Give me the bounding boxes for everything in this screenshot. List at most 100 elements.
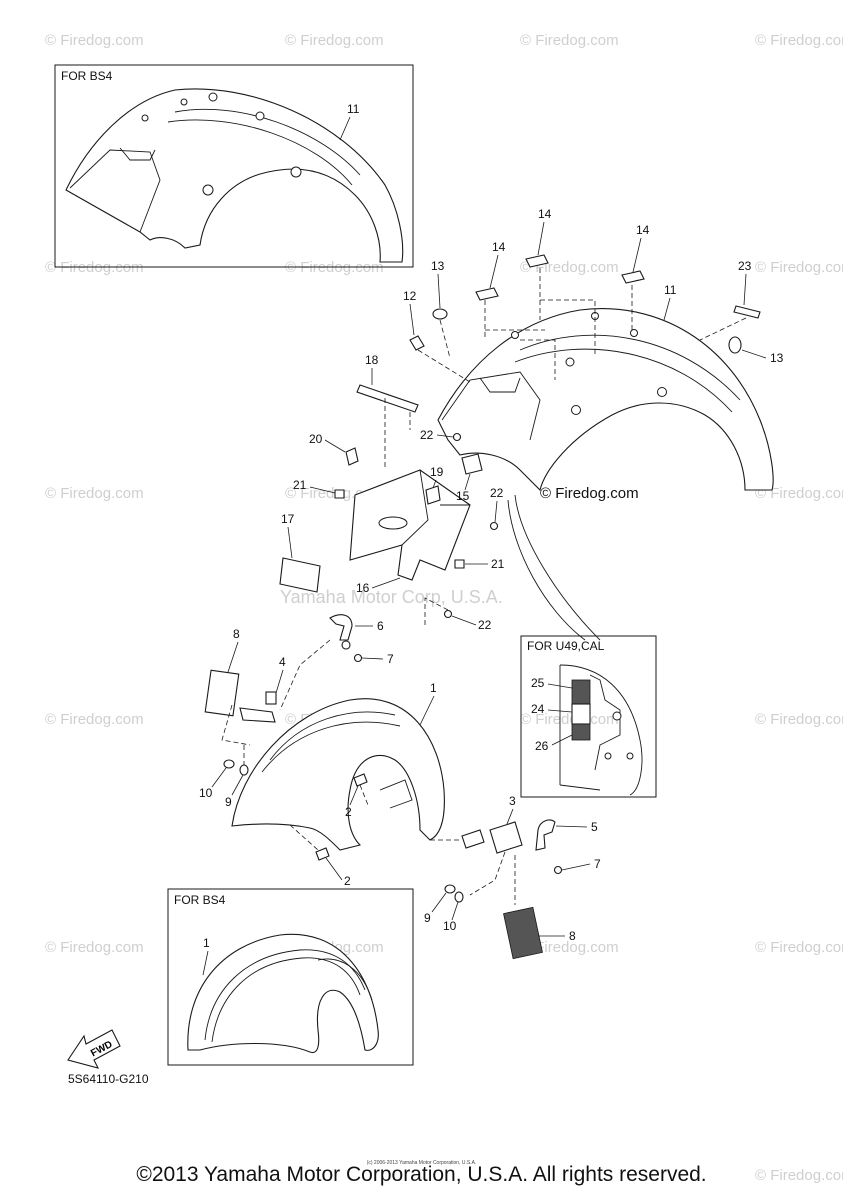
callout-8: 8 <box>569 929 576 943</box>
callout-2: 2 <box>345 805 352 819</box>
center-watermark: Yamaha Motor Corp, U.S.A. <box>280 587 503 607</box>
bracket-4-tab <box>265 691 277 705</box>
callout-22: 22 <box>478 618 492 632</box>
inset-hole <box>180 98 188 106</box>
callout-22: 22 <box>420 428 434 442</box>
watermark: © Firedog.com <box>45 939 144 956</box>
callout-22: 22 <box>490 486 504 500</box>
leader-line <box>437 273 441 309</box>
callout-13: 13 <box>770 351 784 365</box>
inset-hole <box>202 184 214 196</box>
watermark: © Firedog.com <box>755 485 843 502</box>
leader-line <box>547 709 573 713</box>
callout-20: 20 <box>309 432 323 446</box>
fwd-arrow-icon <box>67 1029 121 1069</box>
inset-label: FOR BS4 <box>174 893 226 907</box>
watermark: © Firedog.com <box>45 485 144 502</box>
callout-17: 17 <box>281 512 295 526</box>
inset-fender-edge <box>559 665 601 791</box>
callout-10: 10 <box>443 919 457 933</box>
leader-line <box>361 657 384 660</box>
guide-line <box>221 639 331 765</box>
rear-fender-bracket <box>441 371 541 441</box>
guide-line <box>384 398 411 470</box>
emblem-14 <box>621 270 645 284</box>
inset-hole <box>604 752 612 760</box>
bracket-5 <box>535 819 556 851</box>
leader-line <box>551 734 573 746</box>
bolt-2 <box>315 847 330 861</box>
leader-line <box>436 434 454 438</box>
leader-line <box>349 785 359 806</box>
callout-6: 6 <box>377 619 384 633</box>
callout-2: 2 <box>344 874 351 888</box>
washer-9 <box>444 884 456 894</box>
leader-line <box>464 473 471 491</box>
inset-rear-fender-shape <box>65 88 404 263</box>
nut-10 <box>223 759 235 769</box>
leader-line <box>537 221 545 256</box>
diagram-code: 5S64110-G210 <box>68 1072 149 1086</box>
leader-line <box>432 479 437 489</box>
callout-9: 9 <box>225 795 232 809</box>
inset-hole <box>255 111 265 121</box>
inset-hole <box>626 752 634 760</box>
callout-7: 7 <box>387 652 394 666</box>
emblem-14 <box>475 287 499 301</box>
part-26 <box>571 723 591 741</box>
grommet-13 <box>728 336 742 354</box>
callout-14: 14 <box>492 240 506 254</box>
leader-line <box>506 808 514 825</box>
callout-3: 3 <box>509 794 516 808</box>
reflector-8 <box>503 906 543 960</box>
bracket-3 <box>489 821 523 854</box>
inset-front-fender-bs4: FOR BS4 1 <box>167 888 414 1066</box>
callout-1: 1 <box>430 681 437 695</box>
bracket-edges <box>401 469 470 546</box>
callout-12: 12 <box>403 289 417 303</box>
guide-line <box>439 319 451 359</box>
leader-line <box>371 577 401 589</box>
rear-fender-contour <box>514 348 733 413</box>
fender-hole <box>630 329 638 337</box>
callout-11: 11 <box>347 102 360 116</box>
clip-12 <box>409 335 425 351</box>
footer-copyright: ©2013 Yamaha Motor Corporation, U.S.A. A… <box>136 1163 707 1186</box>
watermark: © Firedog.com <box>755 711 843 728</box>
leader-line <box>561 863 591 871</box>
callout-10: 10 <box>199 786 213 800</box>
callout-9: 9 <box>424 911 431 925</box>
guide-lines <box>484 260 633 380</box>
callout-14: 14 <box>538 207 552 221</box>
leader-line <box>227 641 239 673</box>
callout-7: 7 <box>594 857 601 871</box>
plate-18 <box>356 384 419 413</box>
bracket-opening <box>378 516 408 530</box>
fender-hole <box>571 405 581 415</box>
fender-hole <box>657 387 667 397</box>
leader-line <box>202 950 209 976</box>
leader-line <box>494 500 498 523</box>
front-fender-contour <box>269 711 396 761</box>
guide-line <box>417 349 471 383</box>
watermark: © Firedog.com <box>755 1167 843 1184</box>
leader-line <box>325 857 343 881</box>
washer-9 <box>239 764 249 776</box>
leader-line <box>451 615 477 626</box>
watermark: © Firedog.com <box>520 32 619 49</box>
watermark: © Firedog.com <box>285 32 384 49</box>
fender-hole <box>565 357 575 367</box>
reflector-8 <box>204 669 240 717</box>
grommet-13 <box>432 308 448 320</box>
inset-hole <box>290 166 302 178</box>
callout-15: 15 <box>456 489 470 503</box>
bracket-6-clip <box>341 640 351 650</box>
callout-8: 8 <box>233 627 240 641</box>
callout-14: 14 <box>636 223 650 237</box>
inset-front-fender-shape <box>187 933 379 1054</box>
bracket-6 <box>329 614 353 641</box>
leader-line <box>419 695 435 726</box>
nut-22 <box>489 521 499 531</box>
screw-7 <box>553 865 563 875</box>
watermark: © Firedog.com <box>45 32 144 49</box>
